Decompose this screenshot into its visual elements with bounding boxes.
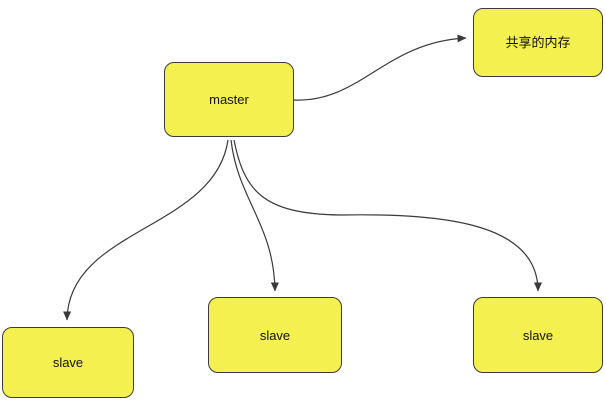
node-slave-2[interactable]: slave — [208, 297, 342, 373]
node-slave-2-label: slave — [259, 327, 291, 343]
edge-master-to-slave2 — [230, 139, 279, 292]
edge-master-to-slave3 — [233, 139, 542, 292]
edge-master-to-shared-memory — [293, 34, 467, 101]
node-slave-3[interactable]: slave — [473, 297, 603, 373]
edge-master-to-slave1 — [63, 139, 229, 321]
node-shared-memory-label: 共享的内存 — [505, 35, 571, 50]
node-slave-3-label: slave — [522, 327, 554, 343]
node-shared-memory[interactable]: 共享的内存 — [473, 8, 603, 77]
node-master[interactable]: master — [164, 62, 294, 137]
node-slave-1[interactable]: slave — [2, 327, 134, 398]
node-slave-1-label: slave — [52, 355, 84, 370]
node-master-label: master — [209, 92, 249, 107]
